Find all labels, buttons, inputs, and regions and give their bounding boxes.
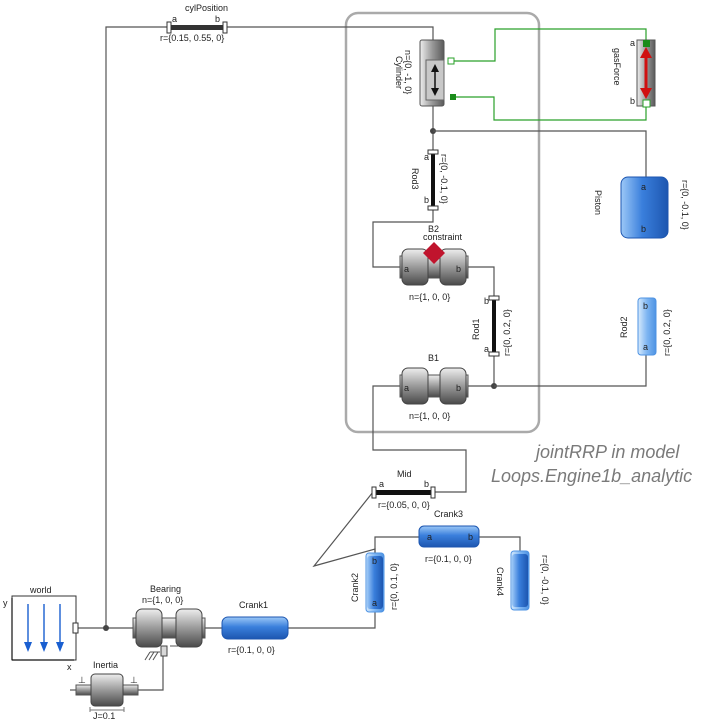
- b1-component[interactable]: B1 a b n={1, 0, 0}: [399, 353, 469, 421]
- rod1-param: r={0, 0.2, 0}: [502, 309, 512, 356]
- crank3-port-a: a: [427, 532, 432, 542]
- world-component[interactable]: world y x: [3, 585, 79, 672]
- bearing-param: n={1, 0, 0}: [142, 595, 183, 605]
- rod2-port-a: a: [643, 342, 648, 352]
- piston-name: Piston: [593, 190, 603, 215]
- inertia-param: J=0.1: [93, 711, 115, 721]
- gasForce-name: gasForce: [612, 48, 622, 86]
- piston-port-a: a: [641, 182, 646, 192]
- crank2-component[interactable]: b a Crank2 r={0, 0.1, 0}: [350, 552, 399, 613]
- b1-name: B1: [428, 353, 439, 363]
- cylPosition-port-b: b: [215, 14, 220, 24]
- piston-port-b: b: [641, 224, 646, 234]
- model-title-line2: Loops.Engine1b_analytic: [491, 466, 692, 486]
- crank1-param: r={0.1, 0, 0}: [228, 645, 275, 655]
- rod2-param: r={0, 0.2, 0}: [662, 309, 672, 356]
- crank4-param: r={0, -0.1, 0}: [540, 555, 550, 605]
- inertia-name: Inertia: [93, 660, 118, 670]
- crank3-param: r={0.1, 0, 0}: [425, 554, 472, 564]
- rod2-component[interactable]: b a r={0, 0.2, 0} Rod2: [619, 297, 672, 356]
- rod3-name: Rod3: [410, 168, 420, 190]
- mid-component[interactable]: Mid a b r={0.05, 0, 0}: [371, 469, 436, 510]
- crank2-name: Crank2: [350, 573, 360, 602]
- jointRRP-frame: [344, 11, 541, 434]
- rod1-port-a: a: [484, 344, 489, 354]
- crank2-param: r={0, 0.1, 0}: [389, 563, 399, 610]
- crank2-port-a: a: [372, 598, 377, 608]
- b2-component[interactable]: B2 constraint a b n={1, 0, 0}: [399, 224, 469, 302]
- rod1-port-b: b: [484, 296, 489, 306]
- cylPosition-component[interactable]: cylPosition a b r={0.15, 0.55, 0}: [160, 3, 228, 43]
- cylinder-name: Cylinder: [394, 56, 404, 89]
- cylPosition-param: r={0.15, 0.55, 0}: [160, 33, 224, 43]
- rod3-port-b: b: [424, 195, 429, 205]
- mid-name: Mid: [397, 469, 412, 479]
- rod3-param: r={0, -0.1, 0}: [439, 154, 449, 204]
- crank1-name: Crank1: [239, 600, 268, 610]
- world-axis-x: x: [67, 662, 72, 672]
- b1-port-a: a: [404, 383, 409, 393]
- bearing-name: Bearing: [150, 584, 181, 594]
- cylPosition-name: cylPosition: [185, 3, 228, 13]
- rod1-component[interactable]: b a r={0, 0.2, 0} Rod1: [471, 295, 512, 357]
- b2-port-a: a: [404, 264, 409, 274]
- inertia-component[interactable]: Inertia ⊥ ⊥ J=0.1: [70, 660, 139, 721]
- rod2-name: Rod2: [619, 316, 629, 338]
- crank3-name: Crank3: [434, 509, 463, 519]
- b2-badge: constraint: [423, 232, 463, 242]
- mid-param: r={0.05, 0, 0}: [378, 500, 430, 510]
- gravity-arrows-icon: [24, 604, 64, 652]
- crank1-component[interactable]: Crank1 r={0.1, 0, 0}: [221, 600, 289, 655]
- gasForce-port-a: a: [630, 38, 635, 48]
- constraint-icon: [423, 242, 445, 264]
- cylinder-component[interactable]: n={0, -1, 0} Cylinder: [394, 39, 456, 107]
- crank4-name: Crank4: [495, 567, 505, 596]
- crank4-component[interactable]: Crank4 r={0, -0.1, 0}: [495, 550, 550, 611]
- svg-text:⊥: ⊥: [78, 675, 86, 685]
- world-axis-y: y: [3, 598, 8, 608]
- crank2-port-b: b: [372, 556, 377, 566]
- mid-port-a: a: [379, 479, 384, 489]
- bearing-component[interactable]: Bearing n={1, 0, 0}: [132, 584, 206, 661]
- svg-text:⊥: ⊥: [130, 675, 138, 685]
- rod3-port-a: a: [424, 152, 429, 162]
- world-name: world: [29, 585, 52, 595]
- rod2-port-b: b: [643, 301, 648, 311]
- b1-port-b: b: [456, 383, 461, 393]
- gasForce-port-b: b: [630, 96, 635, 106]
- cylinder-param: n={0, -1, 0}: [403, 50, 413, 94]
- b2-param: n={1, 0, 0}: [409, 292, 450, 302]
- rod3-component[interactable]: a b r={0, -0.1, 0} Rod3: [410, 149, 449, 211]
- mid-port-b: b: [424, 479, 429, 489]
- b2-name: B2: [428, 224, 439, 234]
- piston-param: r={0, -0.1, 0}: [680, 180, 690, 230]
- rod1-name: Rod1: [471, 318, 481, 340]
- b1-param: n={1, 0, 0}: [409, 411, 450, 421]
- model-title-line1: jointRRP in model: [533, 442, 680, 462]
- b2-port-b: b: [456, 264, 461, 274]
- connections: [78, 26, 647, 691]
- gasForce-component[interactable]: gasForce a b: [612, 38, 656, 108]
- crank3-port-b: b: [468, 532, 473, 542]
- crank3-component[interactable]: Crank3 a b r={0.1, 0, 0}: [418, 509, 480, 564]
- piston-component[interactable]: a b Piston r={0, -0.1, 0}: [593, 176, 690, 239]
- cylPosition-port-a: a: [172, 14, 177, 24]
